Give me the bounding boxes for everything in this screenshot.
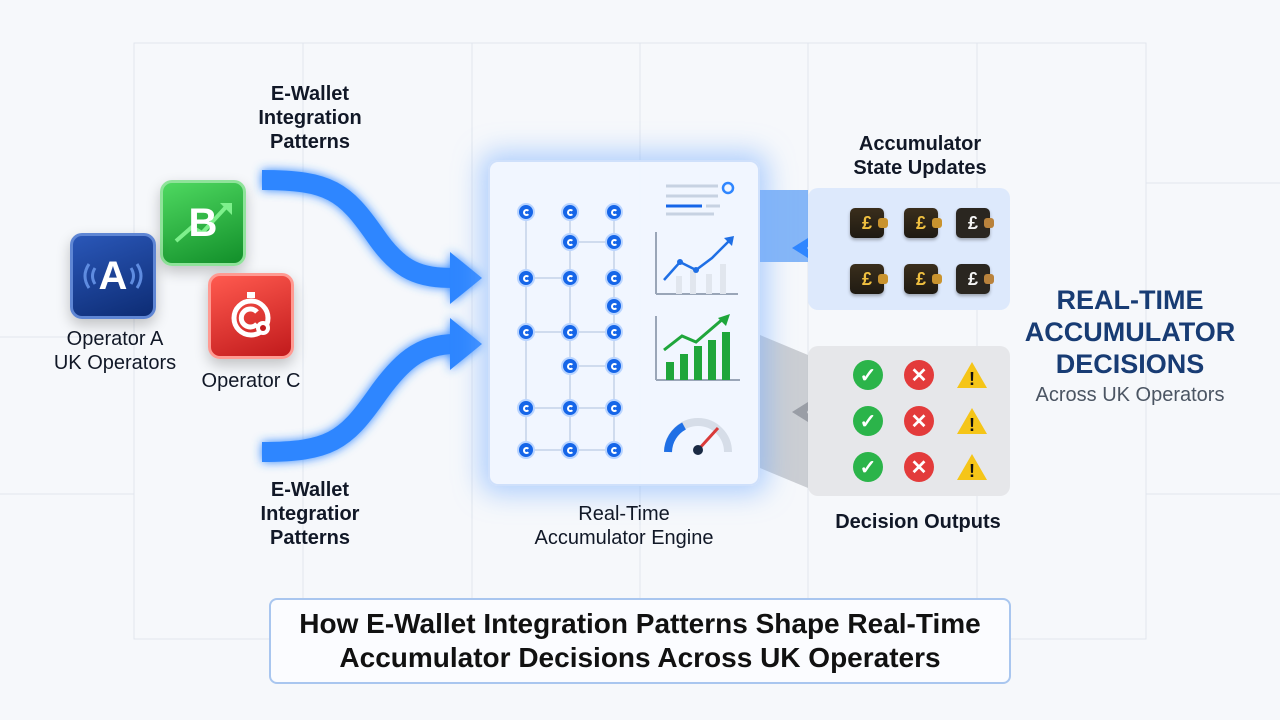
headline-line3: DECISIONS bbox=[1055, 349, 1205, 379]
operator-a-label: Operator A UK Operators bbox=[40, 327, 190, 375]
svg-text:!: ! bbox=[969, 415, 975, 435]
trend-up-icon bbox=[174, 203, 232, 243]
wallet-icon: £ bbox=[904, 208, 942, 238]
engine-node bbox=[561, 323, 579, 341]
engine-node bbox=[605, 233, 623, 251]
engine-node bbox=[605, 203, 623, 221]
decision-outputs-title: Decision Outputs bbox=[835, 511, 1001, 533]
check-icon: ✓ bbox=[853, 452, 883, 482]
operator-a-icon: A bbox=[70, 233, 156, 319]
signal-waves-icon bbox=[83, 263, 143, 289]
engine-node bbox=[517, 323, 535, 341]
headline: REAL-TIME ACCUMULATOR DECISIONS Across U… bbox=[1010, 284, 1250, 407]
main-title-line1: How E-Wallet Integration Patterns Shape … bbox=[299, 608, 981, 639]
pound-symbol: £ bbox=[915, 212, 926, 233]
input-label-top: E-Wallet Integration Patterns bbox=[240, 82, 380, 154]
state-updates-title-line1: Accumulator bbox=[858, 133, 982, 155]
engine-node bbox=[561, 203, 579, 221]
operator-c-icon bbox=[208, 273, 294, 359]
pound-symbol: £ bbox=[861, 268, 872, 289]
engine-node bbox=[517, 269, 535, 287]
check-icon: ✓ bbox=[853, 406, 883, 436]
svg-text:!: ! bbox=[969, 369, 975, 389]
state-updates-title: Accumulator State Updates bbox=[820, 132, 1020, 180]
main-title-box: How E-Wallet Integration Patterns Shape … bbox=[269, 598, 1011, 684]
wallet-icon: £ bbox=[850, 208, 888, 238]
engine-node bbox=[605, 297, 623, 315]
input-label-bottom-line2: Integratior bbox=[260, 503, 360, 525]
warning-icon: ! bbox=[957, 454, 987, 481]
input-label-bottom-line3: Patterns bbox=[269, 527, 351, 549]
wallet-icon: £ bbox=[904, 264, 942, 294]
warning-icon: ! bbox=[957, 362, 987, 389]
cross-icon: ✕ bbox=[904, 452, 934, 482]
engine-node bbox=[561, 441, 579, 459]
cross-icon: ✕ bbox=[904, 360, 934, 390]
engine-node bbox=[561, 357, 579, 375]
engine-node bbox=[605, 269, 623, 287]
engine-node bbox=[605, 399, 623, 417]
state-updates-panel: £ £ £ £ £ £ bbox=[808, 188, 1010, 310]
operator-a-letter: A bbox=[98, 253, 128, 298]
operator-b-icon: B bbox=[160, 180, 246, 266]
stopwatch-icon bbox=[231, 292, 271, 338]
operator-b-letter: B bbox=[188, 200, 218, 245]
engine-node bbox=[561, 233, 579, 251]
bar-growth-chart-icon bbox=[655, 314, 740, 381]
check-icon: ✓ bbox=[853, 360, 883, 390]
state-updates-title-line2: State Updates bbox=[853, 157, 987, 179]
operator-a-name: Operator A bbox=[66, 328, 164, 350]
input-label-top-line2: Integration bbox=[258, 107, 362, 129]
warning-icon: ! bbox=[957, 408, 987, 435]
input-label-top-line1: E-Wallet bbox=[270, 83, 350, 105]
engine-label: Real-Time Accumulator Engine bbox=[494, 502, 754, 550]
pound-symbol: £ bbox=[967, 268, 978, 289]
headline-line2: ACCUMULATOR bbox=[1024, 317, 1236, 347]
engine-node bbox=[517, 203, 535, 221]
accumulator-engine-panel bbox=[488, 160, 760, 486]
headline-line1: REAL-TIME bbox=[1056, 285, 1204, 315]
input-label-bottom: E-Wallet Integratior Patterns bbox=[240, 478, 380, 550]
wallet-icon: £ bbox=[956, 208, 994, 238]
engine-node bbox=[605, 357, 623, 375]
headline-subtitle: Across UK Operators bbox=[1035, 384, 1225, 406]
line-trend-chart-icon bbox=[655, 232, 738, 295]
engine-node bbox=[605, 323, 623, 341]
engine-node bbox=[517, 441, 535, 459]
svg-text:!: ! bbox=[969, 461, 975, 481]
cross-icon: ✕ bbox=[904, 406, 934, 436]
engine-node bbox=[517, 399, 535, 417]
engine-node bbox=[561, 399, 579, 417]
pound-symbol: £ bbox=[967, 212, 978, 233]
engine-label-line1: Real-Time bbox=[578, 503, 670, 525]
operator-a-sub: UK Operators bbox=[53, 352, 177, 374]
engine-label-line2: Accumulator Engine bbox=[534, 527, 714, 549]
main-title-line2: Accumulator Decisions Across UK Operater… bbox=[339, 642, 941, 673]
engine-node bbox=[561, 269, 579, 287]
wallet-icon: £ bbox=[850, 264, 888, 294]
gauge-icon bbox=[664, 418, 732, 455]
decision-outputs-panel: ✓ ✕ ! ✓ ✕ ! ✓ ✕ ! bbox=[808, 346, 1010, 496]
wallet-icon: £ bbox=[956, 264, 994, 294]
pound-symbol: £ bbox=[861, 212, 872, 233]
input-label-bottom-line1: E-Wallet bbox=[270, 479, 350, 501]
operator-c-label: Operator C bbox=[201, 370, 301, 392]
list-card-icon bbox=[666, 181, 735, 216]
input-label-top-line3: Patterns bbox=[269, 131, 351, 153]
engine-node bbox=[605, 441, 623, 459]
pound-symbol: £ bbox=[915, 268, 926, 289]
